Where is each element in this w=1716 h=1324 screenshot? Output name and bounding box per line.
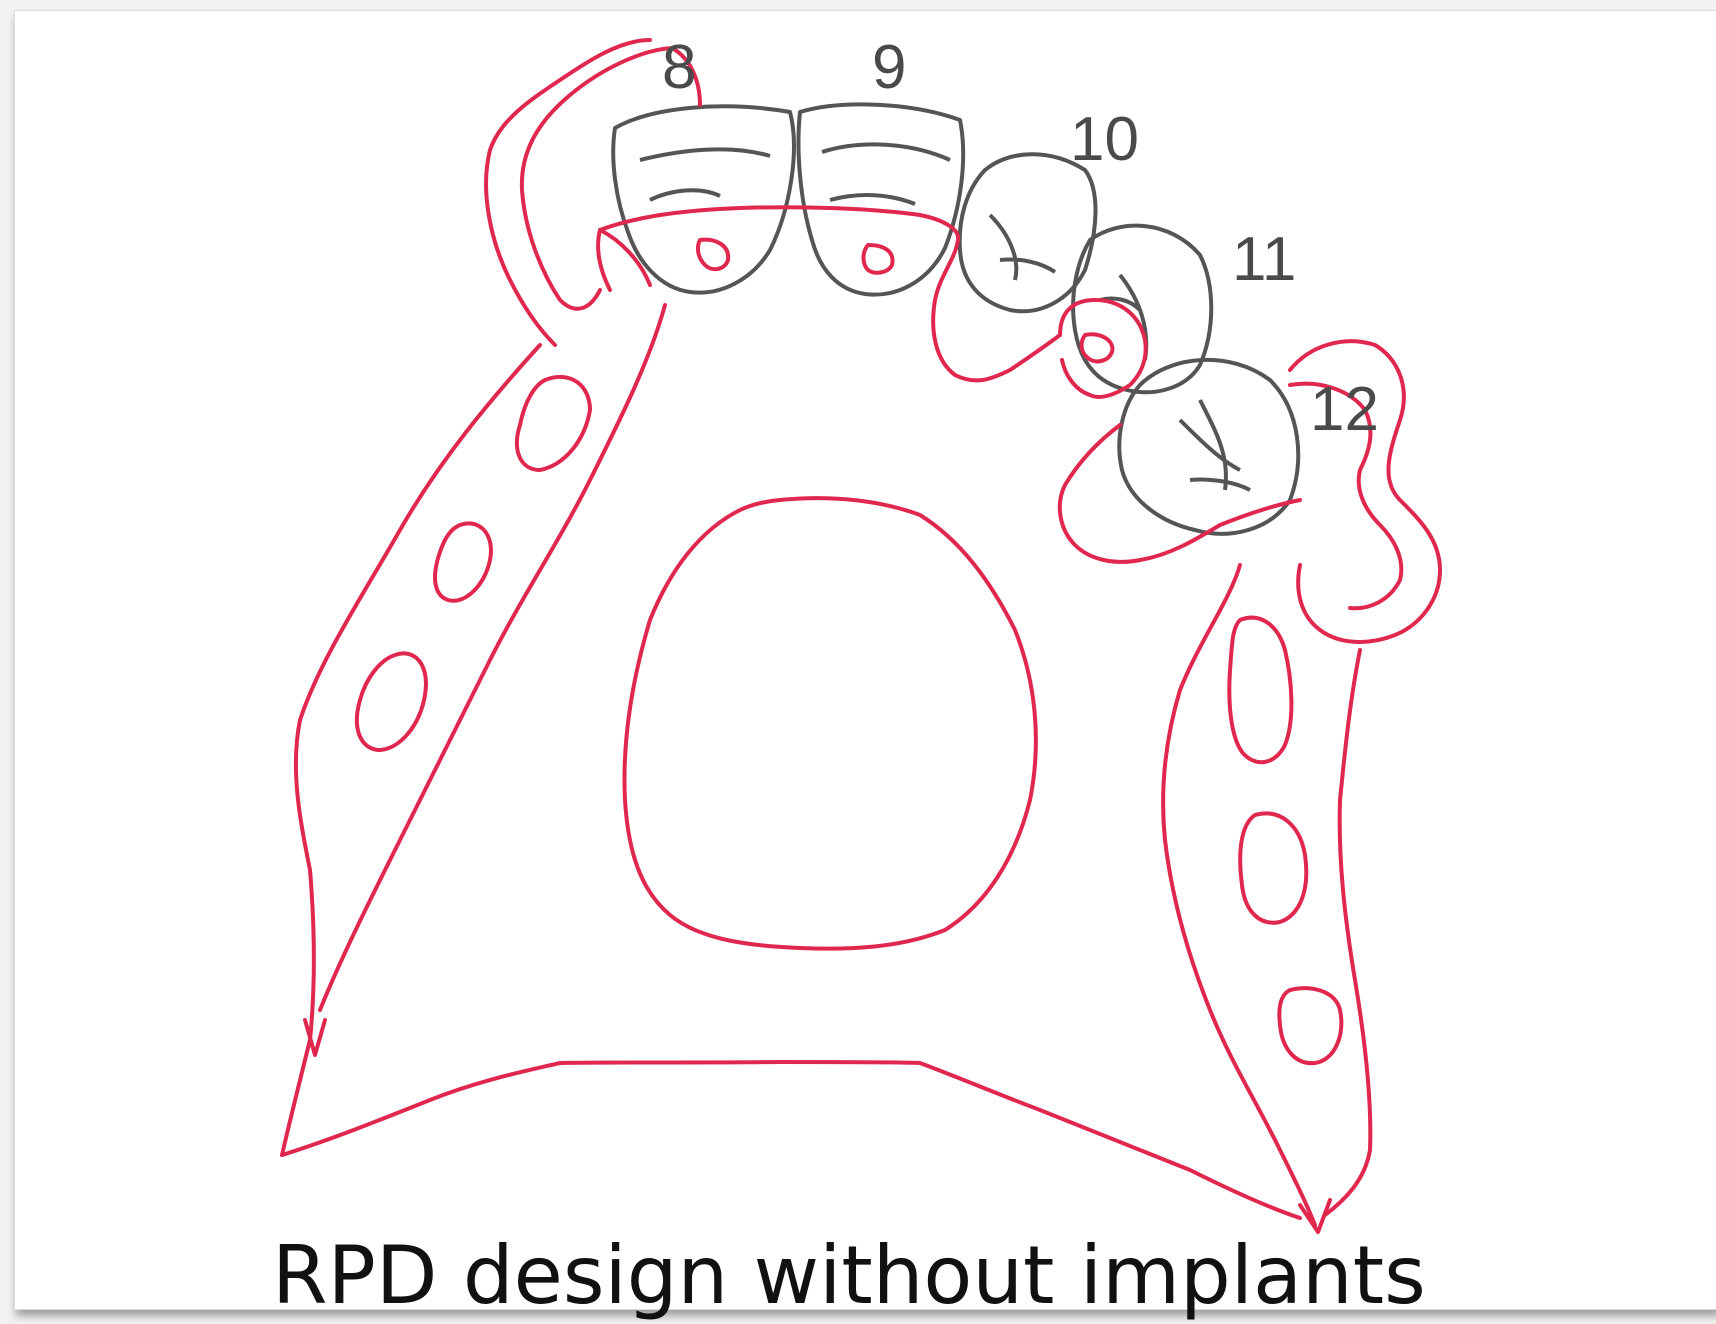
rest-seat-8 — [698, 240, 728, 269]
tooth-9-outline — [799, 104, 964, 294]
right-connector-outer — [1325, 650, 1370, 1215]
left-hole-3 — [357, 653, 426, 750]
left-hole-1 — [517, 377, 590, 470]
anterior-connector — [600, 207, 1060, 380]
left-clasp-arm — [486, 40, 650, 345]
tooth-12-fissure — [1180, 400, 1250, 490]
tooth-12-lingual-wrap — [1060, 425, 1300, 562]
right-hole-3 — [1279, 988, 1341, 1063]
right-hole-1 — [1229, 618, 1291, 763]
palatal-opening — [624, 498, 1035, 948]
right-connector-inner — [1163, 565, 1315, 1225]
tooth-11-fissure — [1100, 275, 1146, 360]
tooth-label-10: 10 — [1070, 105, 1139, 174]
tooth-8-fissure — [640, 149, 770, 200]
rpd-framework — [282, 40, 1440, 1232]
left-posterior-point — [282, 1040, 310, 1155]
tooth-label-8: 8 — [662, 33, 696, 102]
tooth-label-11: 11 — [1232, 225, 1296, 294]
tooth-9-fissure — [822, 144, 950, 204]
rest-seat-11 — [1082, 334, 1113, 361]
tooth-label-12: 12 — [1310, 375, 1379, 444]
tooth-label-9: 9 — [872, 33, 906, 102]
tooth-10-fissure — [990, 215, 1055, 280]
figure-caption: RPD design without implants — [272, 1228, 1472, 1324]
posterior-palatal-border — [282, 1062, 1300, 1218]
rest-seat-9 — [864, 245, 893, 273]
teeth-group — [613, 104, 1298, 533]
right-hole-2 — [1240, 813, 1306, 922]
left-connector-inner — [320, 305, 665, 1010]
left-connector-outer — [296, 345, 540, 1040]
left-hole-2 — [435, 523, 491, 600]
